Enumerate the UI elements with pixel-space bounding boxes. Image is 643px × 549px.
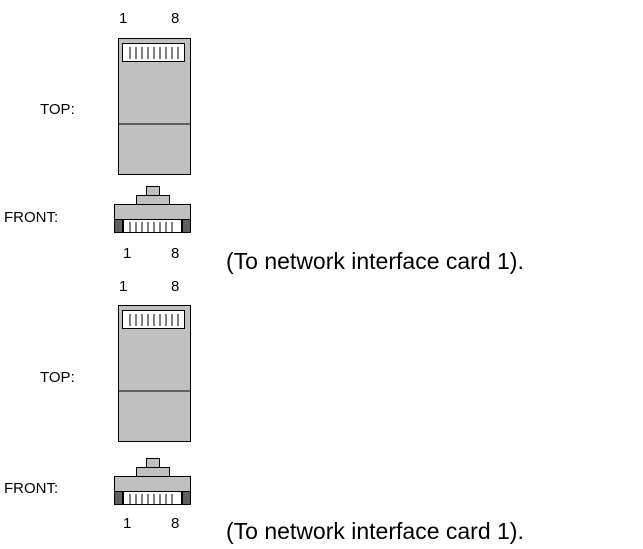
top-view-label: TOP: [40, 369, 75, 386]
rj45-front-view [114, 458, 191, 505]
front-contact-lines [129, 222, 173, 232]
rj45-front-view [114, 186, 191, 233]
front-pin-8-label: 8 [171, 245, 180, 262]
connector-caption: (To network interface card 1). [226, 518, 524, 544]
rj45-top-view [118, 305, 191, 442]
top-pin-8-label: 8 [171, 278, 180, 295]
front-latch [136, 467, 170, 477]
connector-diagram-2: 1 8 TOP: [0, 275, 643, 549]
contact-lines [129, 47, 179, 59]
front-latch-tab [146, 458, 160, 468]
front-right-band [182, 219, 191, 233]
top-view-label: TOP: [40, 101, 75, 118]
front-latch [136, 195, 170, 205]
front-contacts [123, 219, 182, 233]
contact-lines [129, 314, 179, 326]
front-left-band [114, 491, 123, 505]
front-left-band [114, 219, 123, 233]
rj45-top-view [118, 38, 191, 175]
connector-caption: (To network interface card 1). [226, 248, 524, 274]
front-pin-1-label: 1 [123, 245, 132, 262]
front-contact-lines [129, 494, 173, 504]
top-pin-1-label: 1 [119, 278, 128, 295]
top-pin-1-label: 1 [119, 10, 128, 27]
front-latch-tab [146, 186, 160, 196]
connector-diagram-1: 1 8 TOP: [0, 0, 643, 274]
top-pin-8-label: 8 [171, 10, 180, 27]
front-pin-1-label: 1 [123, 515, 132, 532]
front-view-label: FRONT: [4, 480, 59, 497]
front-view-label: FRONT: [4, 209, 59, 226]
front-pin-8-label: 8 [171, 515, 180, 532]
front-right-band [182, 491, 191, 505]
front-contacts [123, 491, 182, 505]
